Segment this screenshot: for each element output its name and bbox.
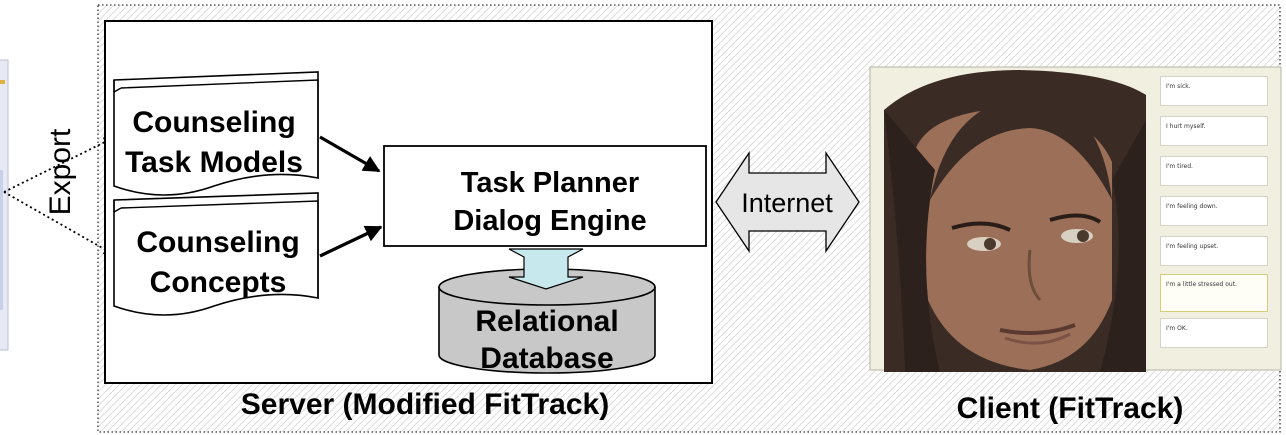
internet-label: Internet <box>741 188 833 218</box>
internet-arrow <box>715 150 860 254</box>
task-models-line-2: Task Models <box>125 146 303 179</box>
client-caption: Client (FitTrack) <box>956 392 1184 425</box>
authoring-tool-window-edge <box>0 59 9 351</box>
planner-box <box>383 145 707 247</box>
server-caption: Server (Modified FitTrack) <box>240 388 610 421</box>
concepts-line-2: Concepts <box>150 266 287 299</box>
client-option-7[interactable]: I'm OK. <box>1160 318 1268 348</box>
database-line-2: Database <box>480 342 613 375</box>
database-line-1: Relational <box>475 305 618 338</box>
export-label: Export <box>44 128 77 215</box>
export-arrows <box>3 137 114 255</box>
client-option-1[interactable]: I'm sick. <box>1160 76 1268 106</box>
client-option-5[interactable]: I'm feeling upset. <box>1160 236 1268 266</box>
planner-line-1: Task Planner <box>461 167 639 199</box>
task-models-line-1: Counseling <box>132 106 295 139</box>
counselor-character <box>884 70 1146 372</box>
task-models-document <box>113 71 319 196</box>
concepts-line-1: Counseling <box>136 226 299 259</box>
concepts-to-planner-arrow <box>319 225 383 258</box>
client-option-4[interactable]: I'm feeling down. <box>1160 196 1268 226</box>
planner-database-link-arrow <box>508 248 584 290</box>
concepts-document <box>113 192 319 316</box>
task-models-to-planner-arrow <box>319 135 381 173</box>
planner-line-2: Dialog Engine <box>453 205 646 237</box>
client-option-2[interactable]: I hurt myself. <box>1160 116 1268 146</box>
client-option-6[interactable]: I'm a little stressed out. <box>1160 274 1268 312</box>
client-option-3[interactable]: I'm tired. <box>1160 156 1268 186</box>
